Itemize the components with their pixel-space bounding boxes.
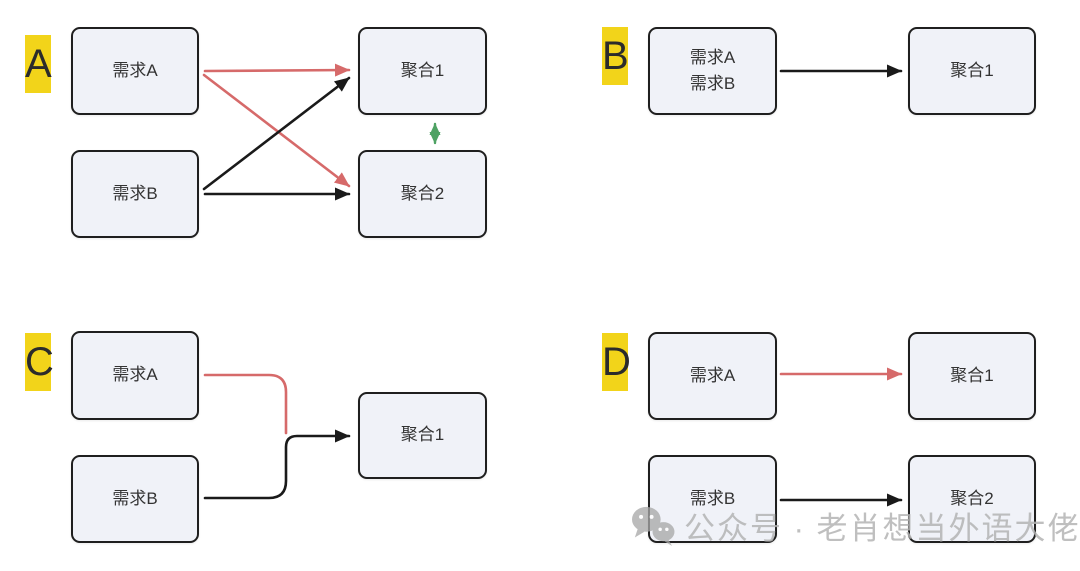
node-c-agg-1: 聚合1	[358, 392, 487, 479]
node-d-req-b-text: 需求B	[689, 488, 736, 508]
node-d-req-a-text: 需求A	[689, 365, 736, 385]
node-a-req-a-text: 需求A	[112, 60, 158, 80]
node-d-agg-2-text: 聚合2	[950, 488, 994, 508]
node-a-agg-1: 聚合1	[358, 27, 487, 115]
node-d-req-b: 需求B	[648, 455, 777, 543]
node-a-agg-1-text: 聚合1	[400, 60, 445, 80]
panel-a-label: A	[25, 35, 52, 93]
node-b-agg-1: 聚合1	[908, 27, 1036, 115]
node-a-req-b: 需求B	[71, 150, 199, 238]
node-a-req-a: 需求A	[71, 27, 199, 115]
panel-b-label: B	[602, 27, 629, 85]
node-c-req-a: 需求A	[71, 331, 199, 420]
node-b-source-line1: 需求A	[689, 47, 736, 67]
node-c-req-a-text: 需求A	[112, 365, 158, 385]
edge-c-reqA-merge-red	[203, 373, 288, 435]
node-d-req-a: 需求A	[648, 332, 777, 420]
edge-a-reqA-agg1-red	[203, 63, 351, 77]
node-b-agg-1-text: 聚合1	[950, 60, 994, 80]
node-b-source-line2: 需求B	[689, 74, 736, 93]
edge-a-reqB-agg1-black	[202, 76, 351, 191]
node-c-agg-1-text: 聚合1	[400, 425, 445, 445]
node-b-source: 需求A 需求B	[648, 27, 777, 115]
node-c-req-b: 需求B	[71, 455, 199, 543]
edge-a-reqA-agg2-red	[202, 73, 351, 188]
node-d-agg-2: 聚合2	[908, 455, 1036, 543]
node-c-req-b-text: 需求B	[112, 488, 158, 508]
node-a-req-b-text: 需求B	[112, 183, 158, 203]
node-d-agg-1-text: 聚合1	[950, 365, 994, 385]
node-a-agg-2: 聚合2	[358, 150, 487, 238]
edge-c-reqB-merge-agg1-black	[203, 429, 351, 500]
node-a-agg-2-text: 聚合2	[400, 183, 445, 203]
panel-c-label: C	[25, 333, 54, 391]
node-d-agg-1: 聚合1	[908, 332, 1036, 420]
panel-d-label: D	[602, 333, 631, 391]
